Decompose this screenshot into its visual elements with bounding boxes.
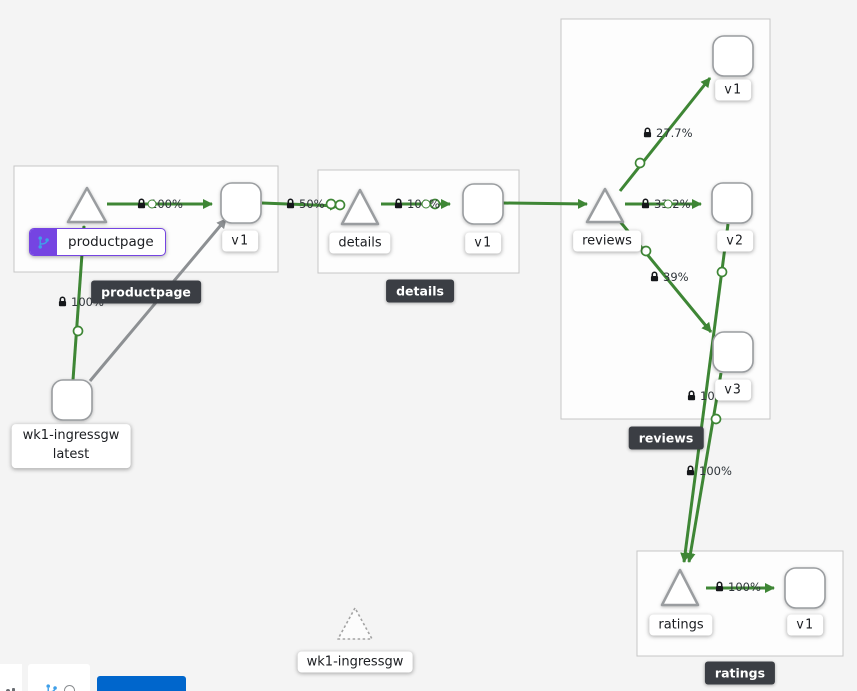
selected-node-label-productpage[interactable]: productpage [29, 228, 166, 256]
mtls-lock-icon [57, 296, 68, 308]
label-idle-gateway: wk1-ingressgw [297, 651, 413, 673]
mtls-lock-icon [393, 198, 404, 210]
edge-reviews-to-v1[interactable] [618, 77, 712, 192]
zoom-icon [63, 684, 75, 691]
graph-icon [44, 683, 59, 691]
mtls-lock-icon [686, 390, 697, 402]
layout-icon [5, 689, 10, 691]
edge-marker [663, 199, 673, 209]
node-ingress-workload[interactable] [51, 379, 93, 421]
node-reviews-v2[interactable] [711, 182, 753, 224]
versioned-app-icon [36, 235, 51, 250]
label-reviews-v2: v2 [717, 230, 753, 252]
badge-ratings: ratings [704, 661, 776, 685]
mtls-lock-icon [685, 465, 696, 477]
node-productpage-v1[interactable] [220, 182, 262, 224]
label-details: details [329, 232, 391, 254]
badge-details: details [386, 279, 454, 303]
label-reviews: reviews [573, 230, 641, 252]
node-productpage-service[interactable] [66, 186, 108, 224]
badge-reviews: reviews [628, 426, 704, 450]
layout-button[interactable] [0, 664, 22, 691]
node-reviews-service[interactable] [585, 187, 625, 224]
mtls-lock-icon [285, 198, 296, 210]
node-ratings-v1[interactable] [784, 567, 826, 609]
node-reviews-v3[interactable] [712, 331, 754, 373]
edge-marker [325, 198, 337, 210]
mtls-lock-icon [136, 198, 147, 210]
mtls-lock-icon [649, 271, 660, 283]
edge-label-ratings-v1[interactable]: 100% [714, 580, 761, 594]
edge-marker [72, 325, 84, 337]
node-reviews-v1[interactable] [712, 35, 754, 77]
node-idle-gateway[interactable] [337, 607, 373, 640]
edge-label-ppv1-details[interactable]: 50% [285, 197, 325, 211]
edge-label-v3-ratings[interactable]: 100% [685, 464, 732, 478]
mtls-lock-icon [642, 127, 653, 139]
edge-label-details-v1[interactable]: 100% [393, 197, 440, 211]
label-ratings: ratings [649, 614, 713, 636]
edge-v3-to-ratings[interactable] [685, 372, 723, 563]
label-reviews-v1: v1 [715, 79, 751, 101]
node-details-service[interactable] [340, 188, 380, 226]
graph-toolbar: Legend [0, 664, 186, 691]
label-ratings-v1: v1 [787, 614, 823, 636]
label-reviews-v3: v3 [715, 379, 751, 401]
edge-marker [334, 199, 346, 211]
edge-label-reviews-v3[interactable]: 39% [649, 270, 689, 284]
node-details-v1[interactable] [462, 183, 504, 225]
mtls-lock-icon [714, 581, 725, 593]
edge-marker [710, 413, 722, 425]
edge-marker [147, 199, 157, 209]
edge-label-productpage-v1[interactable]: 100% [136, 197, 183, 211]
edge-marker [429, 198, 441, 210]
edge-marker [421, 199, 431, 209]
graph-type-button[interactable] [28, 664, 90, 691]
label-ingress-workload: wk1-ingressgw latest [11, 424, 131, 468]
label-details-v1: v1 [465, 232, 501, 254]
node-ratings-service[interactable] [660, 568, 700, 607]
edge-marker [640, 245, 652, 257]
badge-productpage: productpage [91, 280, 201, 304]
edge-v2-to-ratings[interactable] [680, 223, 730, 563]
edge-marker [716, 266, 728, 278]
label-productpage-v1: v1 [222, 230, 258, 252]
edge-marker [634, 157, 646, 169]
legend-button[interactable]: Legend [97, 676, 186, 691]
mtls-lock-icon [640, 198, 651, 210]
edge-label-reviews-v1[interactable]: 27.7% [642, 126, 693, 140]
edge-to-reviews[interactable] [502, 198, 588, 209]
